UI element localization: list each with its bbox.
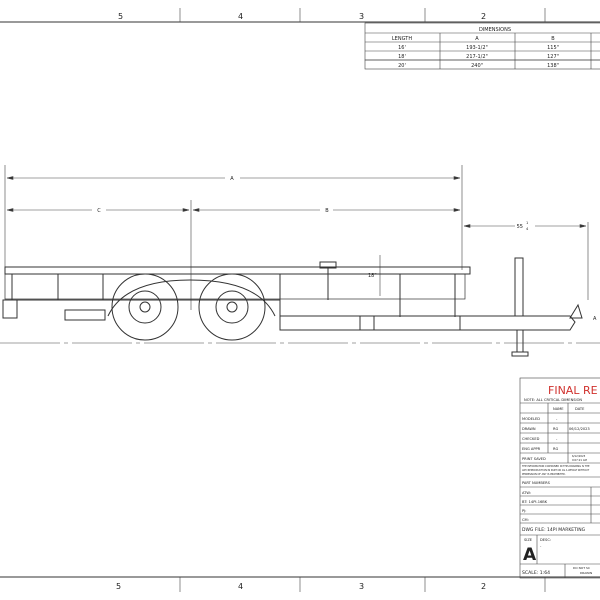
column-header: A	[475, 36, 479, 42]
zone-label: 2	[481, 12, 486, 21]
cell: 18'	[398, 54, 406, 60]
size-label: SIZE	[524, 538, 533, 542]
disclaimer: THE INFORMATION CONTAINED IN THIS DRAWIN…	[522, 465, 590, 468]
do-not-scale-note: DO NOT SC	[573, 566, 590, 570]
disclaimer: PERMISSION OF ANY IS PROHIBITED.	[522, 473, 566, 476]
release-status: FINAL RE	[548, 384, 598, 397]
cell: 138"	[547, 63, 559, 69]
dwg-file: DWG FILE: 14PI MARKETING	[522, 527, 586, 533]
dimensions-table: DIMENSIONS LENGTH A B 16' 193-1/2" 115" …	[364, 22, 600, 70]
desc-value: -	[540, 544, 542, 548]
size-value: A	[523, 545, 537, 565]
row-label: DRAWN	[522, 427, 536, 431]
zone-label: 4	[238, 12, 243, 21]
atw-part: ATW:	[522, 491, 531, 495]
wheel	[111, 273, 266, 341]
row-name: RG	[553, 427, 558, 431]
cm-part: CM:	[522, 518, 529, 522]
view-label: A	[593, 316, 597, 322]
zone-label: 2	[481, 582, 486, 591]
row-label: ENG APPR	[522, 447, 541, 451]
cell: 16'	[398, 45, 406, 51]
cell: 127"	[547, 54, 559, 60]
critical-note: NOTE: ALL CRITICAL DIMENSION	[524, 398, 582, 402]
row-name: -	[556, 417, 558, 421]
part-numbers-label: PART NUMBERS	[522, 481, 551, 485]
row-label: MODELED	[522, 417, 540, 421]
cell: 217-1/2"	[466, 54, 488, 60]
cell: 193-1/2"	[466, 45, 488, 51]
bt-part: BT: 14PI-16BK	[522, 500, 548, 504]
cell: 20'	[398, 63, 406, 69]
column-header: LENGTH	[392, 36, 412, 42]
row-label: CHECKED	[522, 437, 540, 441]
scale: SCALE: 1:64	[522, 570, 550, 576]
table-row: 20' 240" 138"	[398, 63, 559, 69]
dimension-c-label: C	[97, 208, 101, 214]
side-height-dimension: 18"	[368, 273, 377, 279]
drawing-border: 5 4 3 2 5 4 3 2	[0, 8, 600, 592]
row-date: 06/12/2023	[569, 427, 590, 431]
zone-label: 3	[359, 12, 364, 21]
table-row: 18' 217-1/2" 127"	[398, 54, 559, 60]
print-saved-label: PRINT SAVED	[522, 457, 546, 461]
zone-label: 3	[359, 582, 364, 591]
table-row: 16' 193-1/2" 115"	[398, 45, 559, 51]
zone-label: 4	[238, 582, 243, 591]
dimension-lines	[4, 165, 589, 310]
do-not-scale-note: DRAWIN	[580, 571, 592, 575]
date-column-header: DATE	[575, 407, 585, 411]
tongue-dimension-whole: 55	[517, 224, 523, 230]
cell: 240"	[471, 63, 483, 69]
row-name: -	[556, 437, 558, 441]
title-block: FINAL RE NOTE: ALL CRITICAL DIMENSION NA…	[519, 377, 600, 579]
cell: 115"	[547, 45, 559, 51]
pj-part: PJ:	[522, 509, 526, 513]
print-saved-time: 9:07:21 AM	[572, 458, 587, 462]
row-name: RG	[553, 447, 558, 451]
dimension-a-label: A	[230, 176, 234, 182]
disclaimer: ANY REPRODUCTION IN PART OR AS A WHOLE W…	[522, 469, 590, 472]
zone-label: 5	[118, 12, 123, 21]
trailer-side-view	[2, 257, 583, 357]
tongue-dimension-numerator: 1	[526, 221, 528, 225]
desc-label: DESC:	[540, 538, 551, 542]
dimension-b-label: B	[325, 208, 329, 214]
zone-label: 5	[116, 582, 121, 591]
tongue-dimension-denominator: 4	[526, 227, 529, 231]
column-header: B	[551, 36, 555, 42]
print-saved-date: 6/12/2023	[572, 454, 586, 458]
name-column-header: NAME	[553, 407, 564, 411]
table-title: DIMENSIONS	[479, 27, 511, 33]
